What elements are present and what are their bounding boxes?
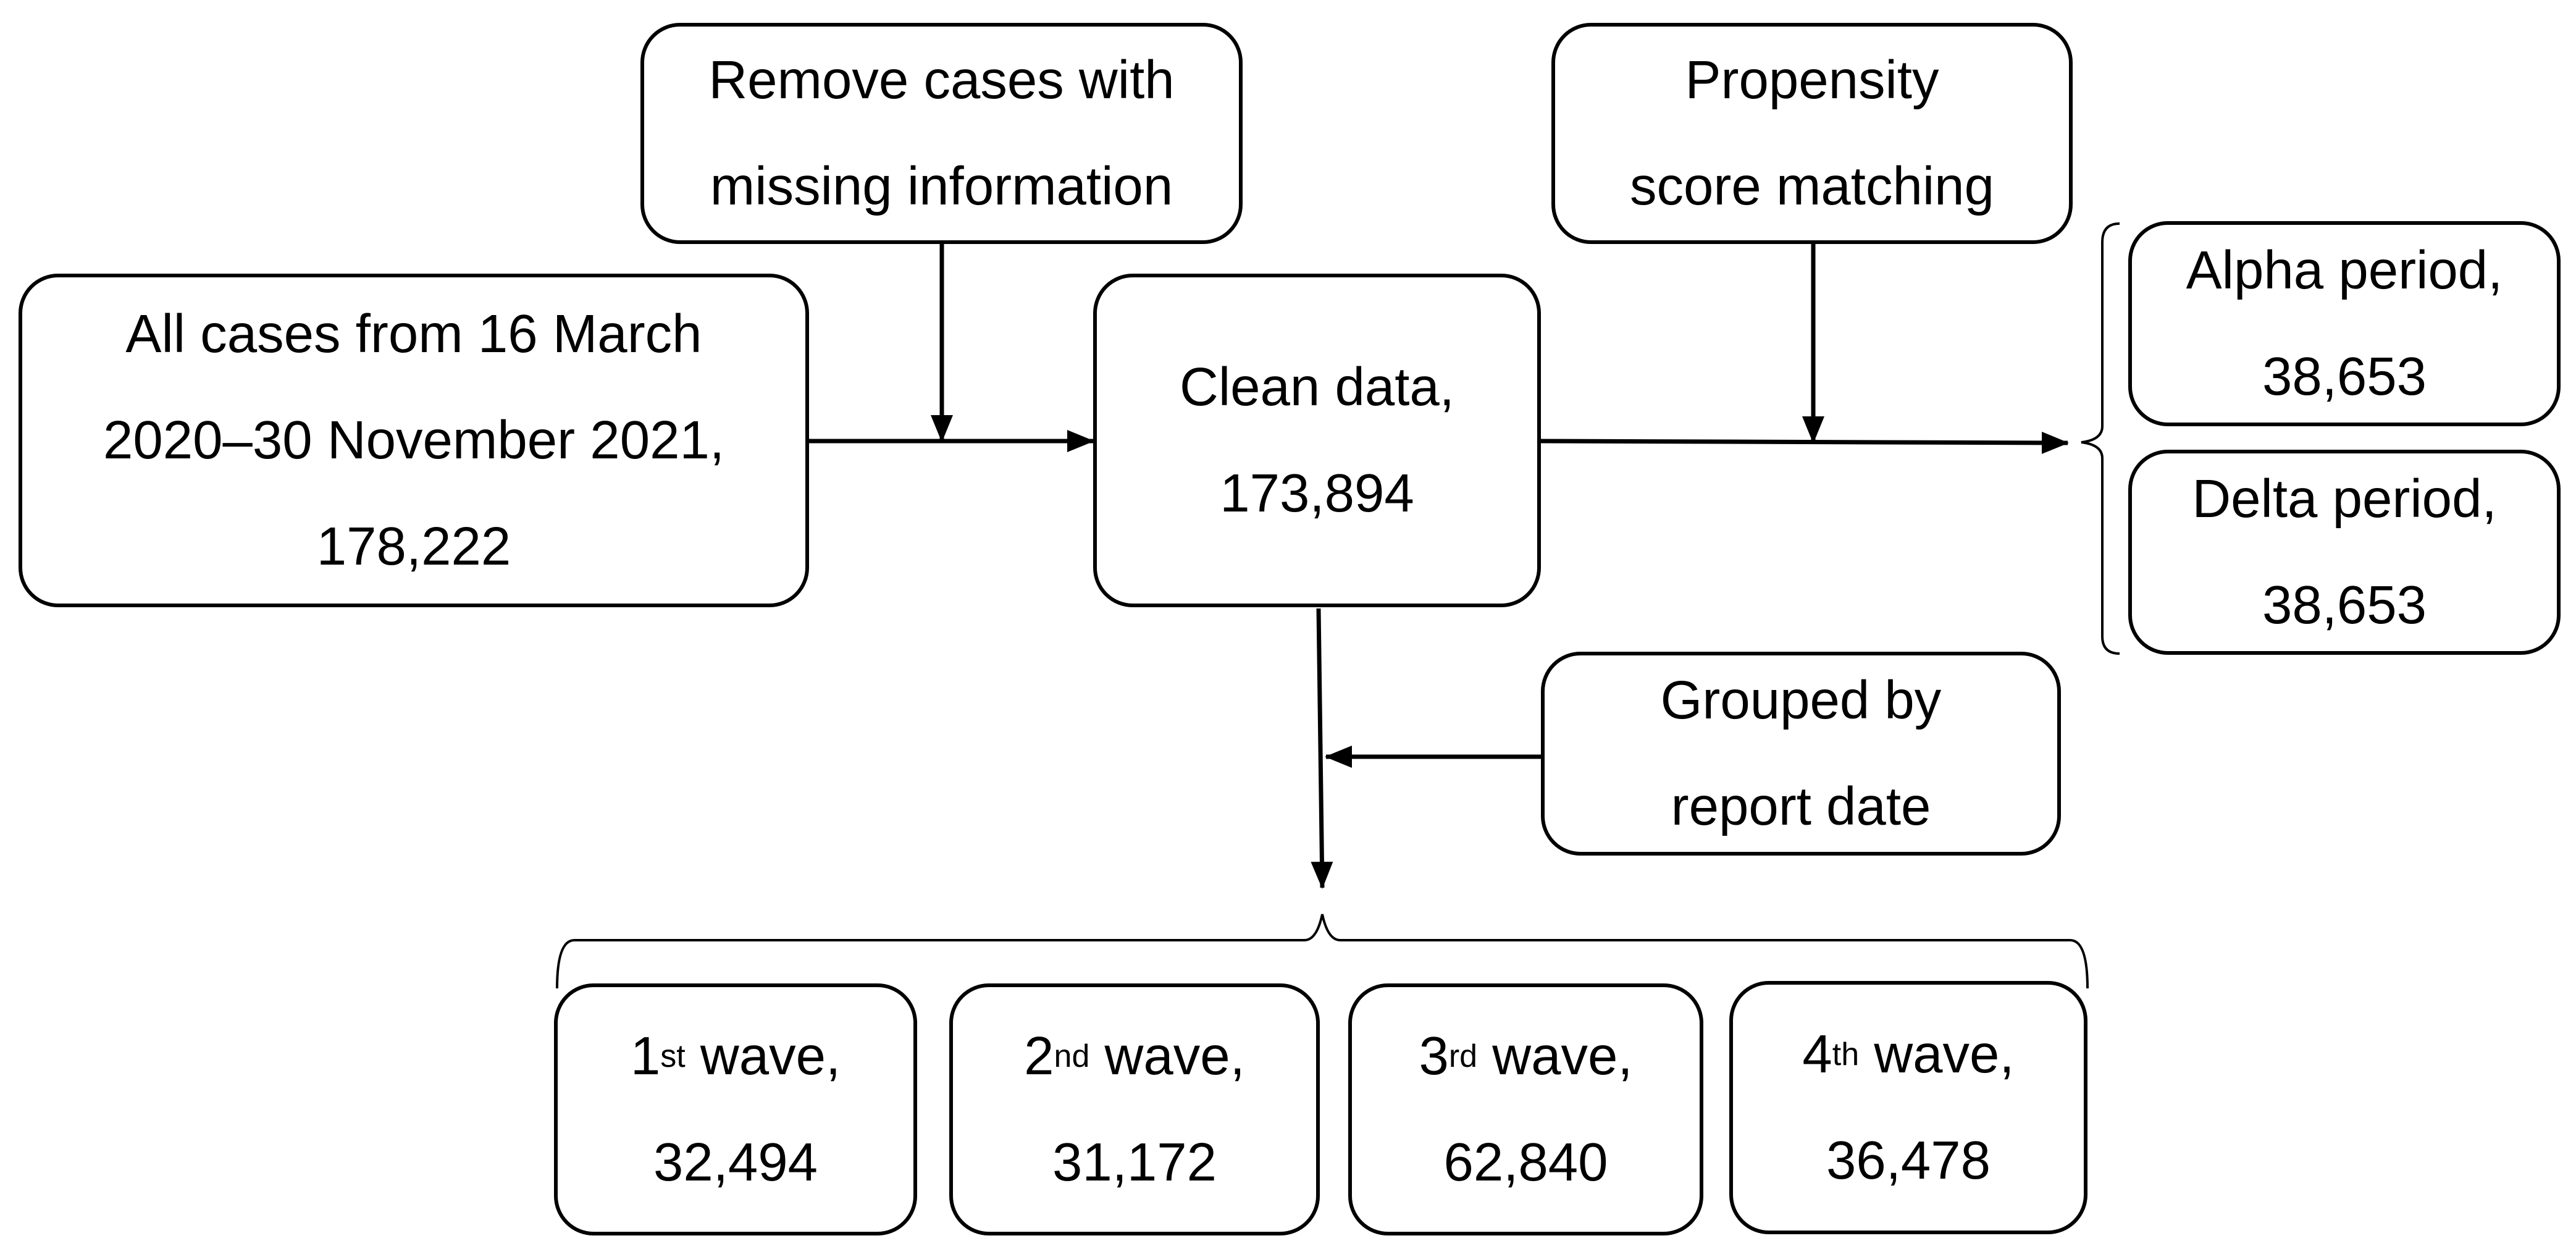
wave-1-suffix: st xyxy=(660,1038,686,1074)
wave-3-count: 62,840 xyxy=(1443,1132,1608,1192)
wave-2-count: 31,172 xyxy=(1052,1132,1217,1192)
alpha-period-line-2: 38,653 xyxy=(2262,347,2427,406)
wave-2-box: 2nd wave, 31,172 xyxy=(949,983,1320,1235)
wave-4-suffix: th xyxy=(1832,1037,1860,1072)
wave-2-label: 2nd wave, xyxy=(1024,1003,1245,1109)
grouped-line-1: Grouped by xyxy=(1660,670,1942,730)
all-cases-line-1: All cases from 16 March xyxy=(125,304,702,364)
alpha-period-box: Alpha period, 38,653 xyxy=(2128,221,2561,426)
arrow-clean-to-periods xyxy=(1540,431,2069,454)
wave-2-suffix: nd xyxy=(1054,1038,1090,1074)
clean-data-line-2: 173,894 xyxy=(1220,463,1414,523)
wave-3-text: wave, xyxy=(1477,1026,1633,1086)
wave-4-count: 36,478 xyxy=(1826,1130,1991,1190)
propensity-line-2: score matching xyxy=(1630,156,1994,216)
wave-3-label: 3rd wave, xyxy=(1419,1003,1632,1109)
wave-4-box: 4th wave, 36,478 xyxy=(1729,981,2087,1234)
alpha-period-line-1: Alpha period, xyxy=(2186,240,2503,300)
wave-1-label: 1st wave, xyxy=(631,1003,841,1109)
all-cases-line-3: 178,222 xyxy=(316,516,511,576)
brace-periods xyxy=(2081,222,2120,655)
wave-3-suffix: rd xyxy=(1448,1038,1478,1074)
propensity-box: Propensity score matching xyxy=(1551,23,2073,244)
wave-2-ordinal: 2 xyxy=(1024,1026,1054,1086)
wave-1-count: 32,494 xyxy=(653,1132,818,1192)
propensity-line-1: Propensity xyxy=(1685,50,1939,110)
remove-missing-line-2: missing information xyxy=(710,156,1173,216)
all-cases-line-2: 2020–30 November 2021, xyxy=(103,410,725,470)
wave-2-text: wave, xyxy=(1089,1026,1245,1086)
brace-waves xyxy=(556,914,2089,989)
clean-data-box: Clean data, 173,894 xyxy=(1093,274,1541,607)
wave-3-box: 3rd wave, 62,840 xyxy=(1348,983,1703,1235)
wave-1-ordinal: 1 xyxy=(630,1026,661,1086)
grouped-by-date-box: Grouped by report date xyxy=(1541,652,2061,856)
remove-missing-box: Remove cases with missing information xyxy=(640,23,1243,244)
remove-missing-line-1: Remove cases with xyxy=(708,50,1175,110)
wave-4-label: 4th wave, xyxy=(1802,1001,2014,1108)
arrow-clean-to-waves xyxy=(1311,608,1333,889)
wave-3-ordinal: 3 xyxy=(1419,1026,1449,1086)
clean-data-line-1: Clean data, xyxy=(1180,357,1454,417)
delta-period-line-1: Delta period, xyxy=(2192,469,2497,529)
wave-1-text: wave, xyxy=(685,1026,841,1086)
all-cases-box: All cases from 16 March 2020–30 November… xyxy=(19,274,809,607)
delta-period-line-2: 38,653 xyxy=(2262,575,2427,635)
wave-4-ordinal: 4 xyxy=(1802,1024,1832,1084)
wave-4-text: wave, xyxy=(1859,1024,2015,1084)
wave-1-box: 1st wave, 32,494 xyxy=(554,983,917,1235)
delta-period-box: Delta period, 38,653 xyxy=(2128,450,2561,655)
grouped-line-2: report date xyxy=(1671,776,1931,836)
